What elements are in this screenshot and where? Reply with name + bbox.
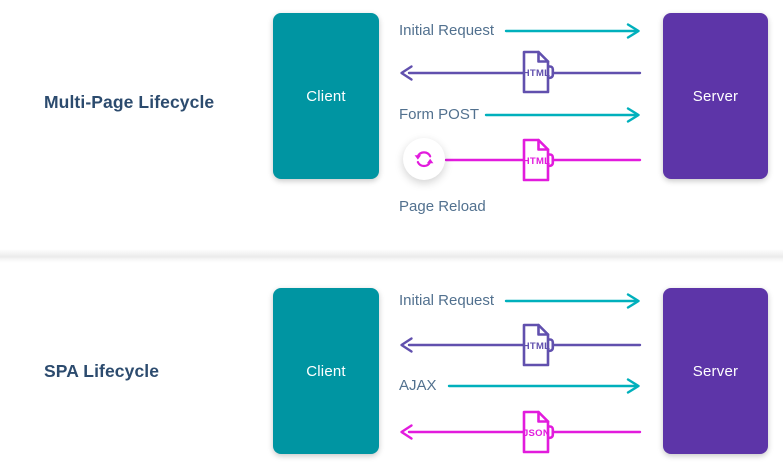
reload-icon xyxy=(403,138,445,180)
section-title: SPA Lifecycle xyxy=(44,361,160,381)
server-label: Server xyxy=(692,362,739,380)
file-type-label: JSON xyxy=(523,428,550,439)
sync-arrows-icon xyxy=(414,151,434,168)
file-type-label: HTML xyxy=(523,68,551,79)
client-box: Client xyxy=(273,288,379,454)
section-divider xyxy=(0,249,783,263)
server-box: Server xyxy=(663,288,768,454)
arrow-right-icon xyxy=(504,293,640,309)
section-title: Multi-Page Lifecycle xyxy=(44,92,215,112)
html-file-icon: HTML xyxy=(522,323,555,367)
html-file-icon: HTML xyxy=(522,138,555,182)
row-label: Initial Request xyxy=(399,22,495,39)
client-label: Client xyxy=(306,87,346,105)
file-type-label: HTML xyxy=(523,341,551,352)
client-label: Client xyxy=(306,362,346,380)
client-box: Client xyxy=(273,13,379,179)
server-label: Server xyxy=(692,87,739,105)
reload-caption: Page Reload xyxy=(399,198,486,215)
row-label: AJAX xyxy=(399,377,437,394)
arrow-right-icon xyxy=(504,23,640,39)
row-label: Form POST xyxy=(399,106,480,123)
server-box: Server xyxy=(663,13,768,179)
arrow-right-icon xyxy=(447,378,640,394)
file-type-label: HTML xyxy=(523,156,551,167)
json-file-icon: JSON xyxy=(522,410,555,454)
arrow-right-icon xyxy=(484,107,640,123)
html-file-icon: HTML xyxy=(522,50,555,94)
row-label: Initial Request xyxy=(399,292,495,309)
